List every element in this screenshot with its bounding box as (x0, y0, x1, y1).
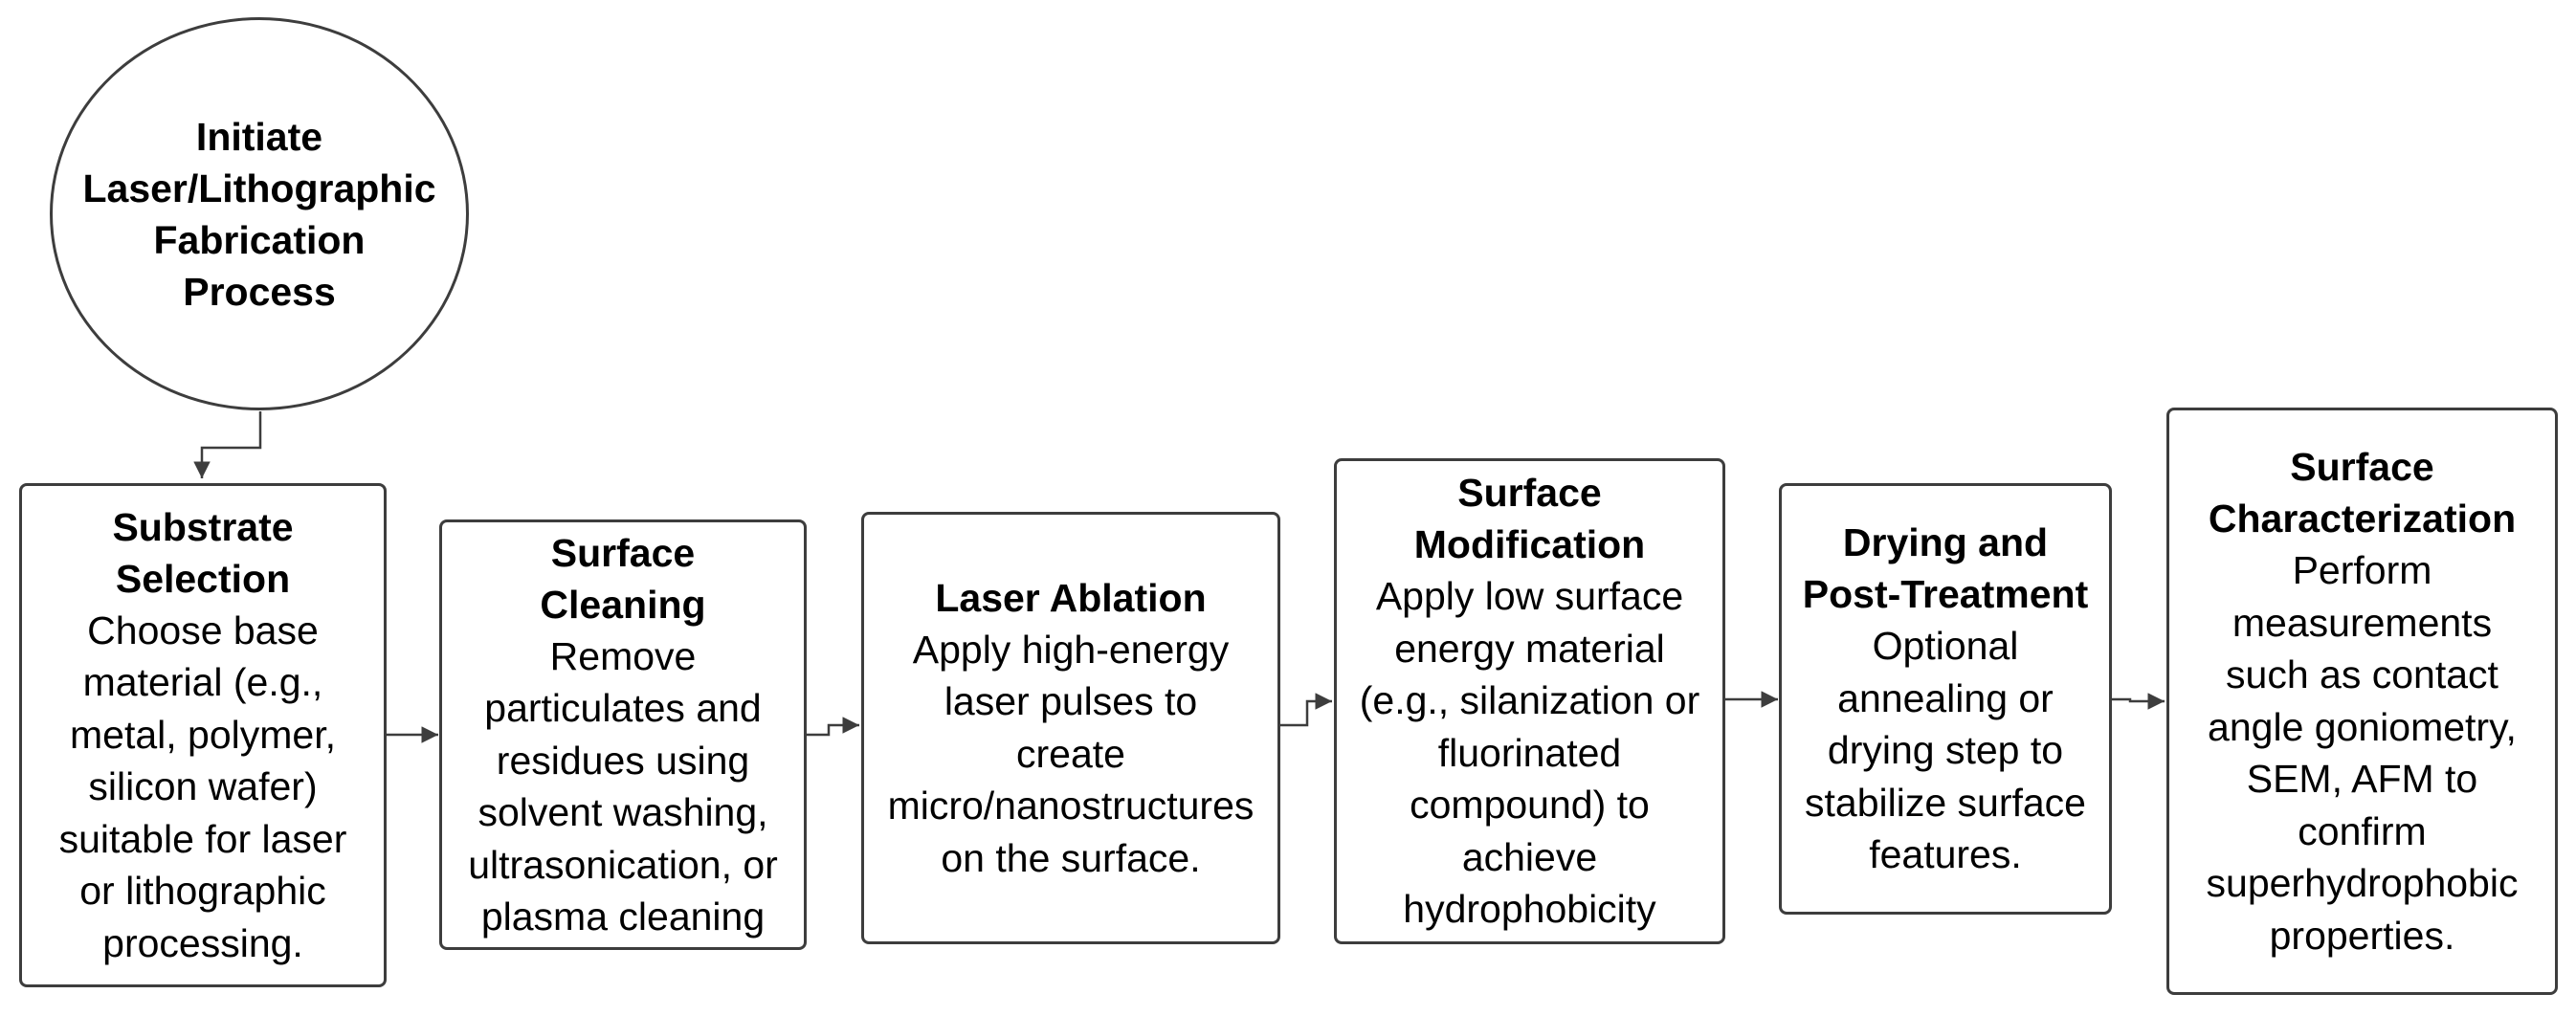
step-description-line: compound) to (1410, 783, 1650, 828)
start-label-line: Initiate (195, 114, 323, 159)
step-title: Surface Modification (1414, 467, 1645, 570)
step-description-line: laser pulses to (944, 679, 1198, 724)
step-description-line: properties. (2269, 913, 2455, 958)
step-title-line: Surface (2290, 445, 2434, 489)
step-description-line: residues using (496, 738, 750, 783)
step-title-line: Cleaning (540, 582, 706, 627)
step-description-line: annealing or (1837, 675, 2054, 720)
step-description-line: hydrophobicity (1403, 887, 1656, 932)
step-description-line: confirm (2298, 808, 2427, 853)
step-description-line: or lithographic (79, 869, 326, 914)
step-title: Surface Characterization (2209, 441, 2516, 544)
step-description: Remove particulates and residues using s… (468, 630, 778, 943)
connector-ablation-to-modification (1280, 693, 1332, 727)
step-title-line: Substrate (112, 504, 294, 549)
step-description-line: Choose base (87, 607, 319, 652)
step-description-line: features. (1869, 832, 2022, 877)
step-description: Perform measurements such as contact ang… (2207, 544, 2519, 961)
step-surface-characterization: Surface Characterization Perform measure… (2166, 408, 2558, 995)
step-title: Laser Ablation (935, 572, 1206, 624)
step-description-line: measurements (2232, 600, 2493, 645)
step-description-line: ultrasonication, or (468, 842, 778, 887)
step-drying-post-treatment: Drying and Post-Treatment Optional annea… (1779, 483, 2112, 915)
start-node: Initiate Laser/Lithographic Fabrication … (50, 17, 469, 410)
step-description-line: superhydrophobic (2206, 861, 2519, 905)
step-title-line: Post-Treatment (1802, 572, 2089, 617)
step-title-line: Modification (1413, 522, 1646, 567)
step-title: Surface Cleaning (540, 527, 705, 630)
step-title-line: Drying and (1842, 520, 2049, 565)
step-description-line: processing. (102, 920, 303, 965)
step-substrate-selection: Substrate Selection Choose base material… (19, 483, 387, 987)
step-title-line: Surface (550, 530, 696, 575)
step-description-line: on the surface. (941, 835, 1201, 880)
step-description-line: create (1016, 731, 1125, 776)
step-description: Apply low surface energy material (e.g.,… (1360, 570, 1700, 936)
step-description-line: (e.g., silanization or (1359, 678, 1700, 723)
step-description: Optional annealing or drying step to sta… (1805, 620, 2086, 881)
step-surface-cleaning: Surface Cleaning Remove particulates and… (439, 519, 807, 950)
step-description-line: silicon wafer) (88, 764, 318, 809)
step-description-line: Perform (2292, 548, 2432, 592)
step-description-line: angle goniometry, (2208, 704, 2517, 749)
step-description-line: Optional (1872, 624, 2019, 669)
step-title-line: Surface (1457, 471, 1602, 516)
step-description-line: such as contact (2226, 652, 2498, 696)
step-description-line: energy material (1394, 626, 1665, 671)
step-description-line: solvent washing, (477, 790, 768, 834)
connector-cleaning-to-ablation (807, 717, 859, 737)
step-surface-modification: Surface Modification Apply low surface e… (1334, 458, 1725, 944)
step-description-line: Apply low surface (1375, 574, 1684, 619)
step-title: Substrate Selection (112, 501, 293, 605)
step-description-line: achieve (1461, 834, 1598, 879)
start-label-line: Laser/Lithographic (82, 166, 436, 210)
start-label-line: Process (183, 269, 336, 314)
step-description-line: plasma cleaning (480, 895, 766, 939)
step-description-line: micro/nanostructures (887, 784, 1255, 828)
step-description-line: suitable for laser (58, 816, 347, 861)
step-description-line: stabilize surface (1805, 780, 2086, 825)
step-title-line: Selection (115, 556, 291, 601)
step-description-line: material (e.g., (82, 660, 323, 705)
start-label-line: Fabrication (153, 217, 366, 262)
step-title-line: Characterization (2208, 497, 2517, 541)
step-description-line: particulates and (484, 686, 762, 730)
step-title-line: Laser Ablation (935, 575, 1207, 620)
step-description: Choose base material (e.g., metal, polym… (59, 605, 347, 970)
step-description-line: SEM, AFM to (2246, 757, 2478, 801)
step-description-line: drying step to (1827, 728, 2064, 773)
start-node-label: Initiate Laser/Lithographic Fabrication … (82, 111, 435, 318)
step-description-line: Apply high-energy (912, 627, 1230, 672)
connector-start-to-substrate (193, 411, 262, 478)
step-description-line: fluorinated (1437, 730, 1622, 775)
connector-drying-to-characterization (2112, 693, 2165, 710)
step-title: Drying and Post-Treatment (1803, 517, 2088, 620)
step-description-line: Remove (549, 633, 697, 678)
step-description: Apply high-energy laser pulses to create… (888, 624, 1255, 885)
step-description-line: metal, polymer, (69, 712, 336, 757)
step-laser-ablation: Laser Ablation Apply high-energy laser p… (861, 512, 1280, 944)
